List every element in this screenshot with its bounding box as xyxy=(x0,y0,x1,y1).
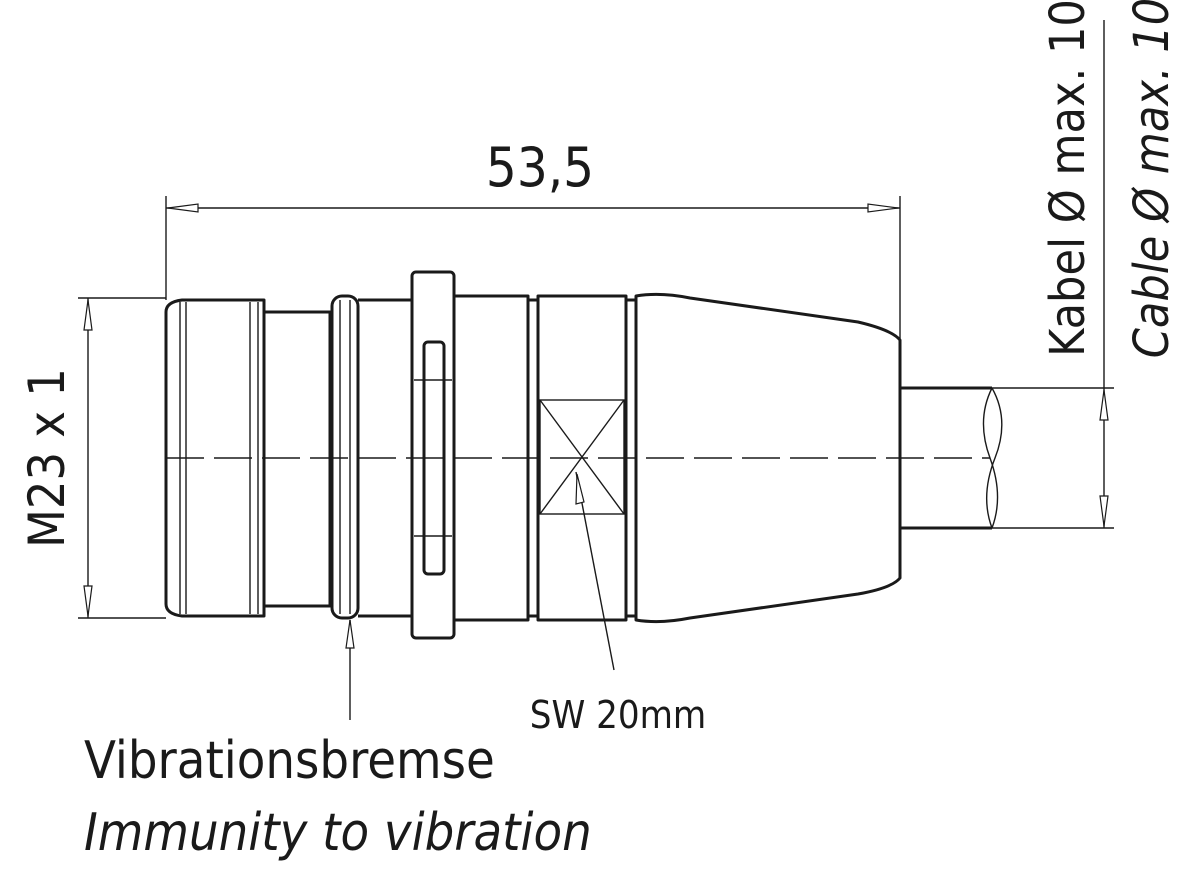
cable-gland xyxy=(634,292,902,624)
flange xyxy=(410,270,456,640)
cable-label-de: Kabel Ø max. 10 xyxy=(1040,0,1096,357)
length-value: 53,5 xyxy=(486,136,594,199)
cable-dimension: Kabel Ø max. 10 Cable Ø max. 10 xyxy=(900,0,1180,529)
cable-label-en: Cable Ø max. 10 xyxy=(1124,0,1180,358)
thread-value: M23 x 1 xyxy=(18,368,76,548)
vibration-label-en: Immunity to vibration xyxy=(84,803,592,863)
thread-dimension: M23 x 1 xyxy=(18,297,166,619)
vibration-leader: Vibrationsbremse Immunity to vibration xyxy=(84,619,592,863)
wrench-label: SW 20mm xyxy=(530,693,706,737)
wrench-leader: SW 20mm xyxy=(530,471,706,737)
vibration-label-de: Vibrationsbremse xyxy=(84,731,495,791)
neck xyxy=(264,310,332,608)
vibration-ring xyxy=(330,294,360,620)
connector-body xyxy=(164,270,1003,640)
length-dimension: 53,5 xyxy=(165,136,901,340)
